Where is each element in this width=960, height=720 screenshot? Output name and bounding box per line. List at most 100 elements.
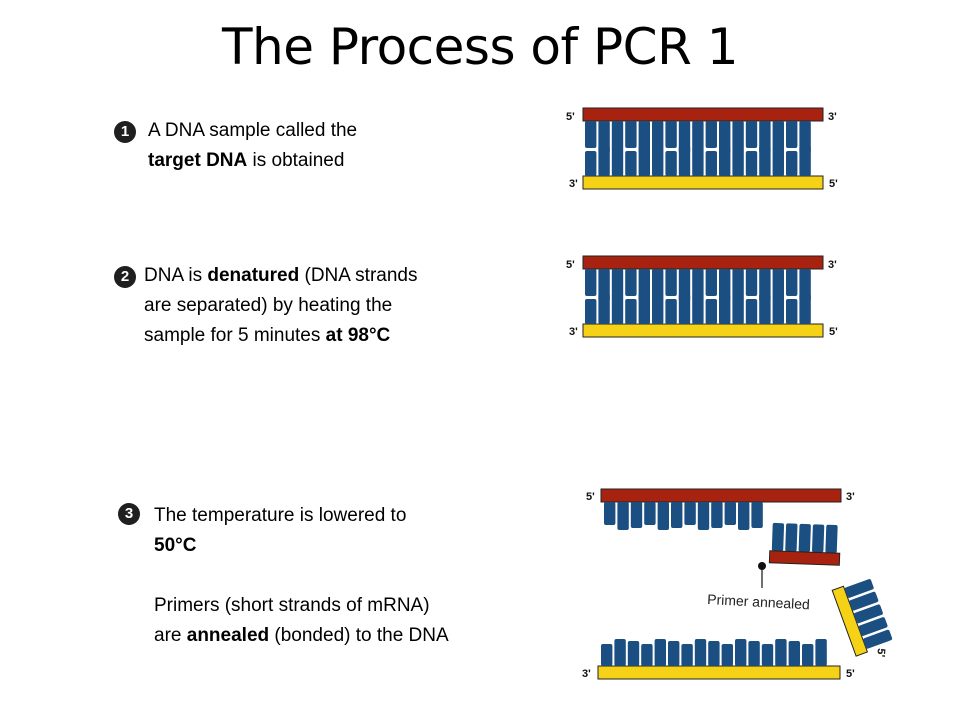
base-pair — [732, 121, 744, 151]
five-prime-label: 5' — [829, 178, 838, 190]
dna-separated-strands — [597, 488, 893, 680]
base-pair — [732, 269, 744, 299]
base-pair — [849, 591, 879, 611]
base-pair — [625, 269, 637, 296]
base-pair — [681, 644, 693, 666]
base-pair — [708, 641, 720, 666]
base-pair — [692, 148, 704, 176]
primer-annealed-label: Primer annealed — [707, 591, 810, 612]
three-prime-label: 3' — [569, 178, 578, 190]
base-pair — [812, 524, 825, 553]
base-pair — [638, 146, 650, 176]
dna-duplex-2 — [582, 255, 824, 338]
base-pair — [738, 502, 750, 530]
base-pair — [724, 502, 736, 525]
base-pair — [585, 151, 597, 176]
base-pair — [799, 294, 811, 324]
step-2-number-icon: 2 — [114, 266, 136, 288]
page-title: The Process of PCR 1 — [221, 18, 739, 76]
base-pair — [771, 522, 785, 552]
base-pair — [799, 269, 811, 301]
base-pair — [665, 121, 677, 148]
base-pair — [611, 148, 624, 176]
five-prime-label: 5' — [586, 491, 595, 503]
base-pair — [772, 121, 784, 151]
base-pair — [745, 151, 758, 176]
dna-bottom-strand — [582, 175, 824, 190]
base-pair — [751, 502, 763, 528]
base-pair — [611, 269, 624, 299]
base-pair — [678, 121, 691, 153]
base-pair — [785, 523, 798, 552]
base-pair — [694, 639, 707, 666]
step-3-number-icon: 3 — [118, 503, 140, 525]
base-pair — [598, 294, 610, 324]
step-1-line: target DNA is obtained — [148, 150, 345, 171]
dna-bottom-strand — [582, 323, 824, 338]
step-2-line: DNA is denatured (DNA strands — [144, 265, 418, 286]
base-pair — [617, 502, 629, 530]
base-pair — [657, 502, 669, 530]
base-pair — [853, 604, 883, 624]
base-pair — [652, 148, 664, 176]
base-pair — [705, 121, 717, 148]
base-pair — [748, 641, 760, 666]
base-pair — [761, 644, 774, 666]
five-prime-label: 5' — [829, 326, 838, 338]
base-pair — [644, 502, 656, 525]
base-pair — [711, 502, 723, 528]
base-pair — [652, 269, 664, 299]
base-pair — [665, 299, 677, 324]
base-pair — [678, 146, 691, 176]
base-pair — [627, 641, 640, 666]
base-pair — [652, 121, 664, 151]
base-pair — [671, 502, 683, 528]
base-pair — [604, 502, 616, 525]
annealed-primer — [768, 522, 841, 566]
base-pair — [598, 146, 610, 176]
dna-top-strand — [582, 107, 824, 122]
step-2-text: DNA is denatured (DNA strands are separat… — [144, 261, 417, 351]
step-3-line: are annealed (bonded) to the DNA — [154, 625, 449, 646]
base-pair — [678, 269, 691, 301]
five-prime-label: 5' — [566, 259, 575, 271]
free-primer — [831, 579, 893, 657]
base-pair — [601, 644, 613, 666]
base-pair — [802, 644, 814, 666]
base-pair — [697, 502, 710, 530]
base-pair — [585, 121, 597, 148]
base-pair — [719, 269, 731, 301]
base-pair — [625, 151, 637, 176]
base-pair — [641, 644, 653, 666]
base-pair — [705, 269, 717, 296]
base-pair — [759, 146, 771, 176]
base-pair — [788, 641, 800, 666]
step-3-line: Primers (short strands of mRNA) — [154, 595, 430, 616]
base-pair — [630, 502, 643, 528]
base-pair — [654, 639, 666, 666]
base-pair — [665, 269, 677, 296]
step-1-text: A DNA sample called the target DNA is obt… — [148, 116, 357, 176]
base-pair — [705, 151, 717, 176]
base-pair — [614, 639, 626, 666]
base-pair — [705, 299, 717, 324]
base-pair — [775, 639, 787, 666]
base-pair — [638, 121, 650, 153]
step-2-line: are separated) by heating the — [144, 295, 393, 316]
base-pair — [638, 294, 650, 324]
base-pair — [721, 644, 733, 666]
base-pair — [692, 269, 704, 299]
five-prime-label: 5' — [874, 648, 887, 658]
base-pair — [611, 121, 624, 151]
base-pair — [585, 299, 597, 324]
base-pair — [786, 269, 798, 296]
base-pair — [719, 294, 731, 324]
base-pair — [759, 294, 771, 324]
three-prime-label: 3' — [828, 111, 837, 123]
primer-strand — [768, 550, 841, 566]
step-1-line: A DNA sample called the — [148, 120, 358, 141]
base-pair — [678, 294, 691, 324]
base-pair — [625, 299, 637, 324]
